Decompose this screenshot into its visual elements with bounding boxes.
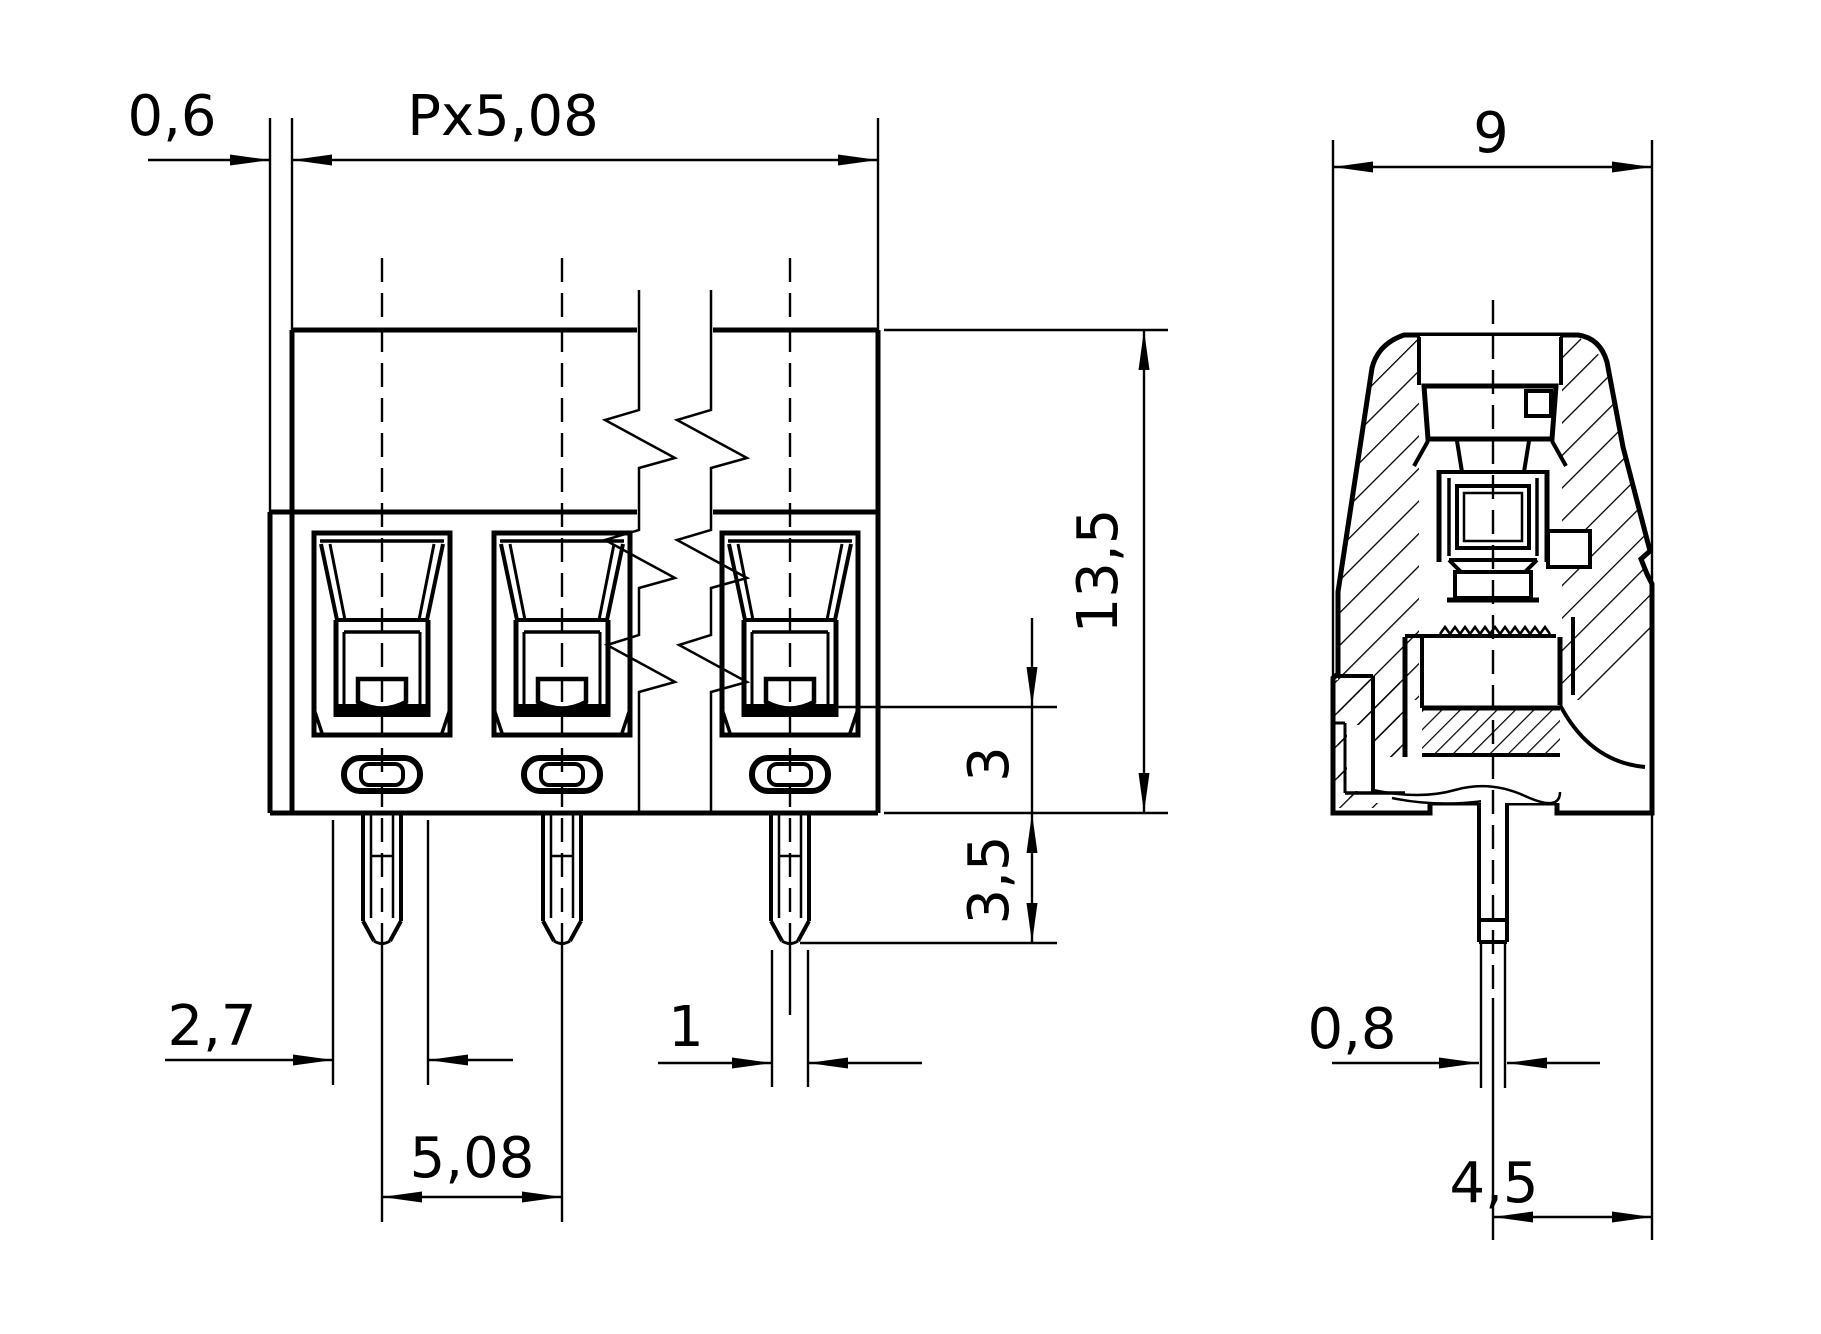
dim-total-length: Px5,08 [292,84,880,330]
dim-cavity-width: 2,7 [165,820,513,1085]
screw-head [1421,383,1559,442]
dim-label-pin-width: 1 [668,995,704,1060]
terminal-pole-1 [314,258,450,945]
dim-label-pin-protrusion: 3,5 [957,835,1022,924]
dim-label-housing-depth: 9 [1473,101,1509,166]
dim-housing-height: 13,5 [884,328,1168,815]
dim-pole-pitch: 5,08 [382,1126,562,1203]
dim-pin-thickness: 0,8 [1307,942,1600,1088]
dim-label-pin-thickness: 0,8 [1307,997,1396,1062]
wire-cavity-section [1333,617,1646,805]
break-lines [601,290,751,813]
screwdriver-slot [1524,389,1553,418]
dim-label-pole-pitch: 5,08 [410,1126,535,1191]
side-view [1330,300,1655,998]
terminal-pole-2 [494,258,630,945]
terminal-pole-3 [722,258,858,945]
dim-pin-width: 1 [658,950,922,1087]
front-view [267,258,881,1222]
dim-label-cavity-width: 2,7 [167,994,256,1059]
dim-label-end-wall-offset: 0,6 [127,84,216,149]
dim-end-wall-offset: 0,6 [127,84,294,512]
dim-label-contact-height: 3 [957,746,1022,782]
dim-label-total-length: Px5,08 [407,84,599,149]
centerline-extensions [380,945,792,1222]
dim-housing-depth: 9 [1331,101,1654,676]
dim-label-housing-height: 13,5 [1066,509,1131,634]
side-ledge [1546,529,1592,569]
dim-contact-height-and-pin-protrusion: 3 3,5 [800,618,1057,945]
dim-label-pin-to-edge: 4,5 [1449,1151,1538,1216]
dim-pin-to-edge: 4,5 [1449,813,1654,1240]
